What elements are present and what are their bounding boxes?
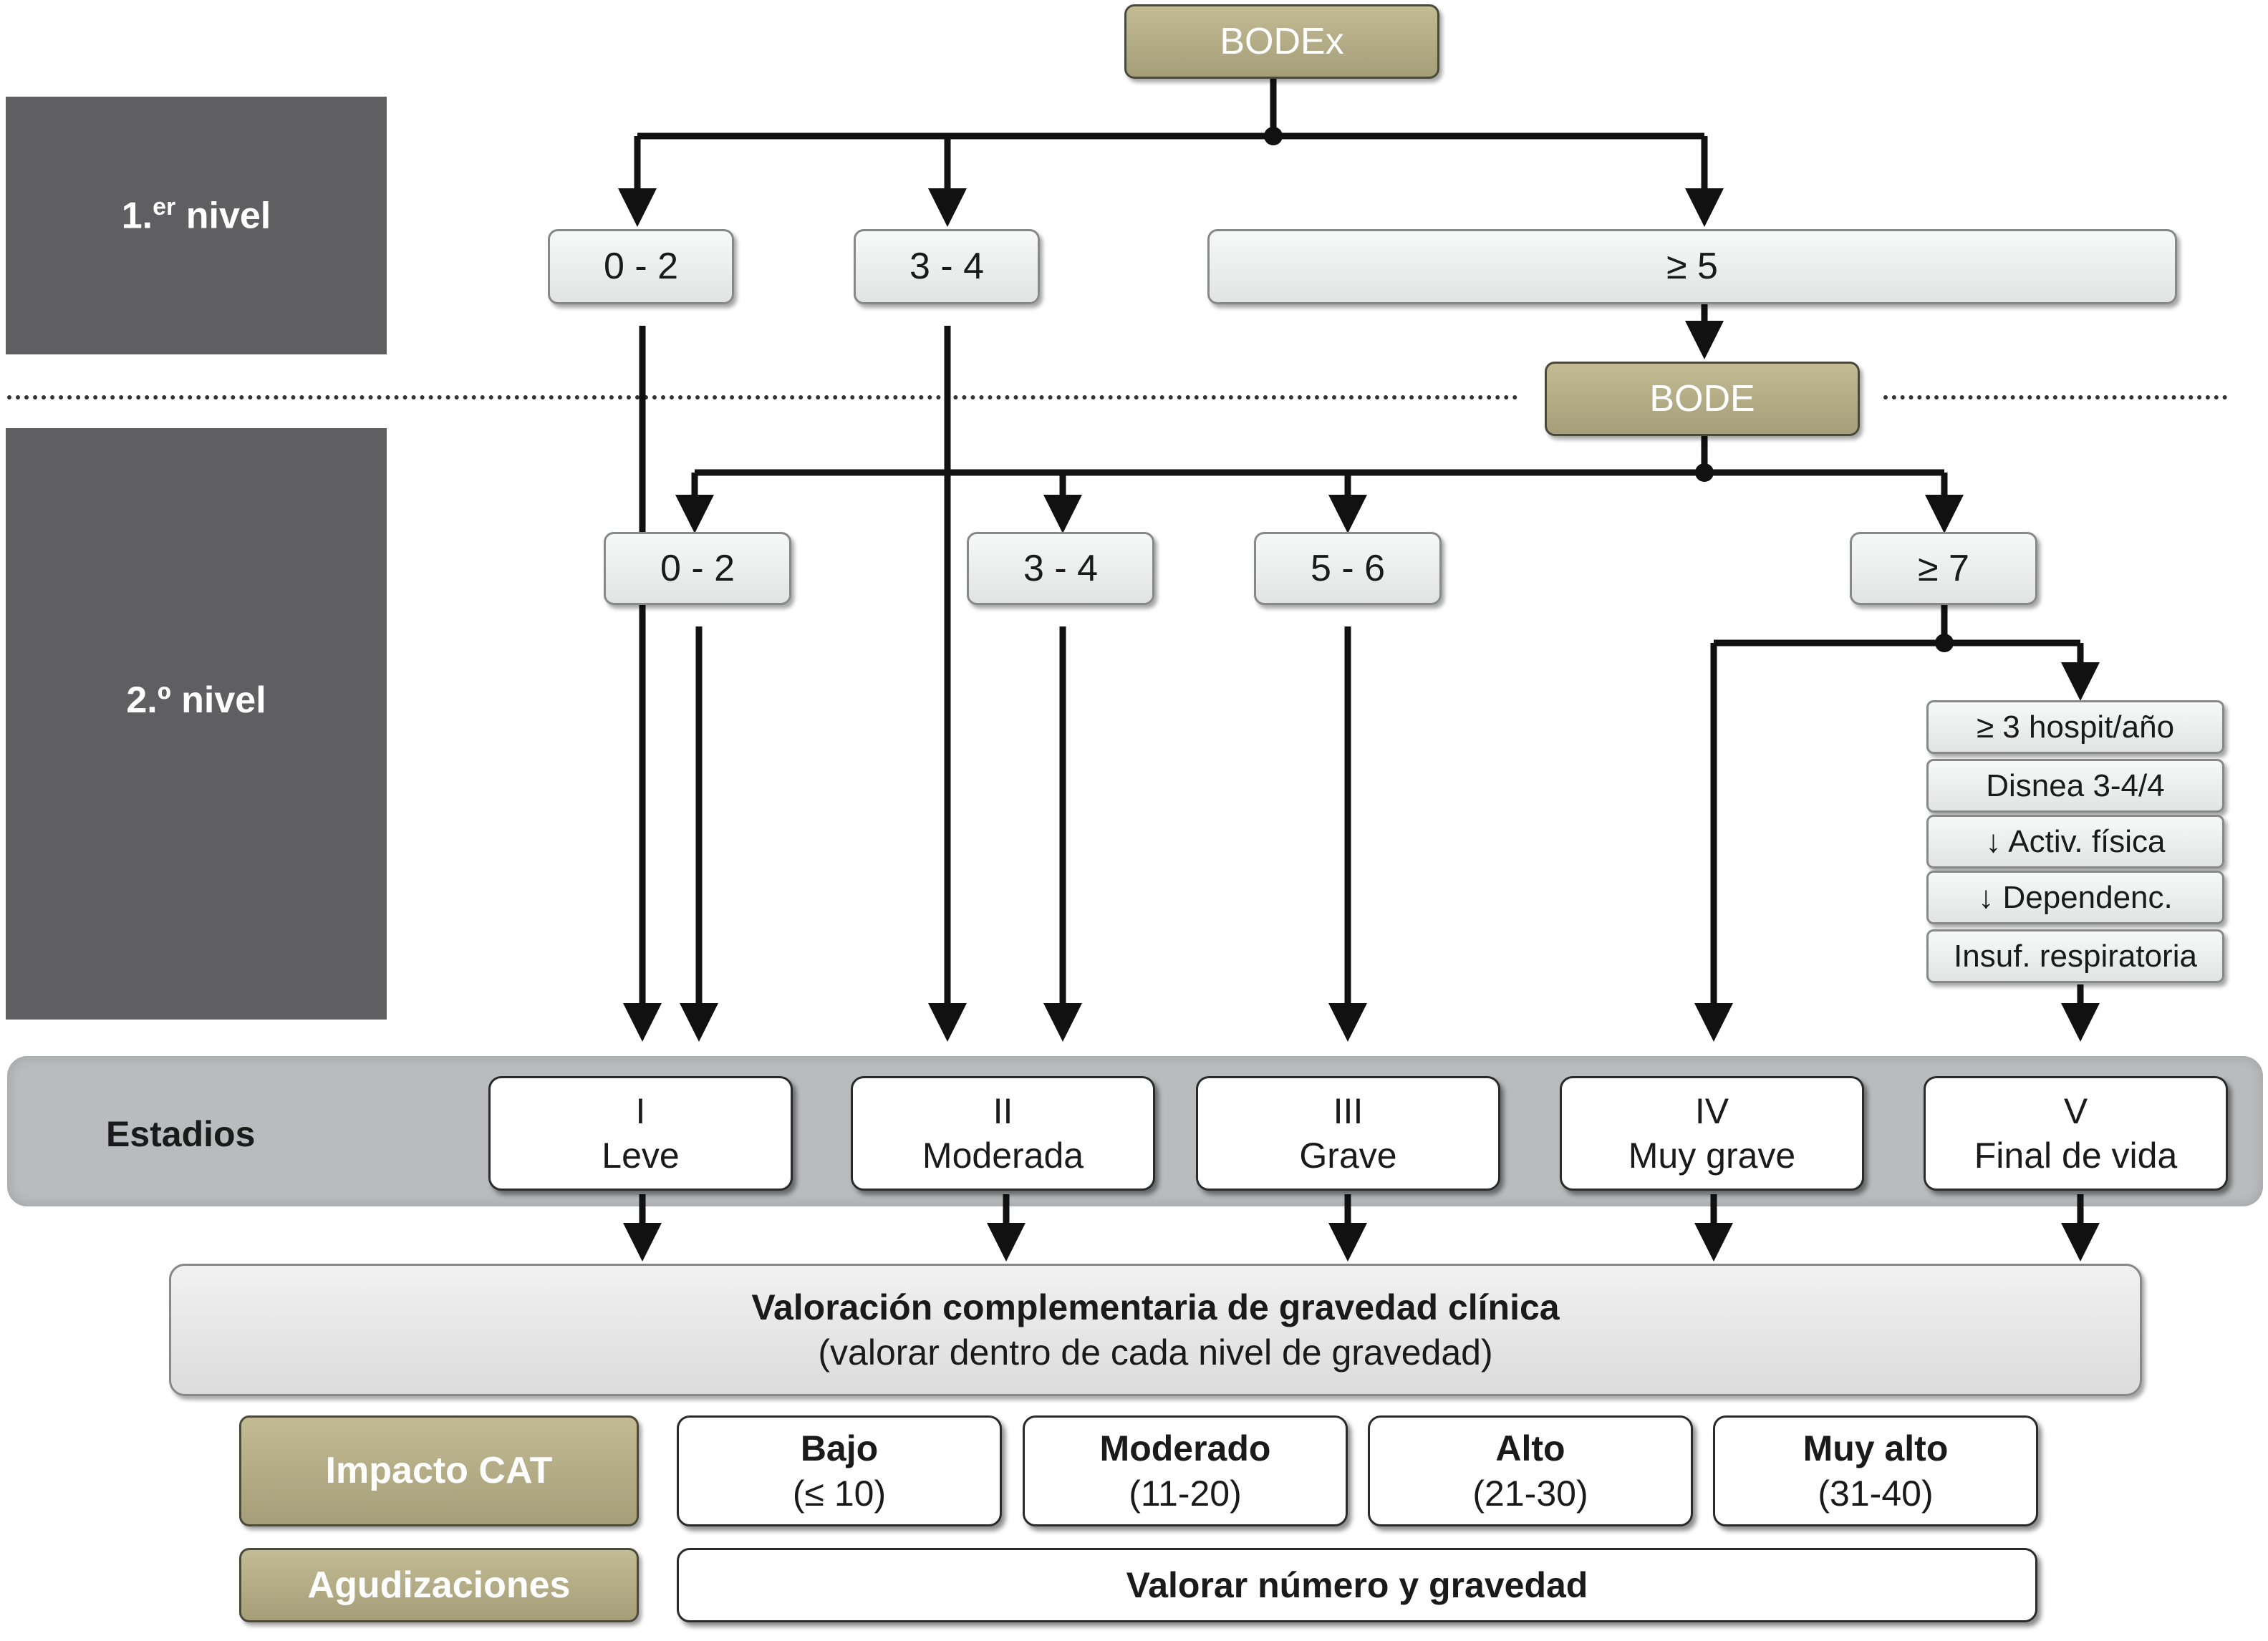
impacto-cat-label: Impacto CAT — [239, 1415, 639, 1526]
level-1-band — [6, 97, 387, 354]
stage-name: Leve — [602, 1136, 680, 1176]
l1-node-3-4: 3 - 4 — [854, 229, 1040, 304]
bodex-node: BODEx — [1124, 4, 1439, 79]
impacto-level-name: Bajo — [800, 1428, 879, 1468]
impacto-level-box: Moderado (11-20) — [1023, 1415, 1348, 1526]
l1-node-ge5: ≥ 5 — [1207, 229, 2177, 304]
agudizaciones-label: Agudizaciones — [239, 1548, 639, 1622]
impacto-level-box: Muy alto (31-40) — [1713, 1415, 2038, 1526]
impacto-level-box: Bajo (≤ 10) — [677, 1415, 1002, 1526]
stage-name: Moderada — [922, 1136, 1084, 1176]
l2-node-ge7: ≥ 7 — [1850, 532, 2037, 605]
criteria-item: Insuf. respiratoria — [1926, 929, 2224, 983]
stage-box-iii: III Grave — [1196, 1076, 1500, 1191]
level-separator-right — [1883, 395, 2227, 400]
criteria-item: Disnea 3-4/4 — [1926, 759, 2224, 813]
stage-box-ii: II Moderada — [851, 1076, 1155, 1191]
impacto-level-name: Muy alto — [1803, 1428, 1949, 1468]
impacto-level-range: (11-20) — [1129, 1473, 1242, 1514]
valoracion-box: Valoración complementaria de gravedad cl… — [169, 1264, 2142, 1396]
bode-node: BODE — [1545, 362, 1860, 436]
impacto-level-name: Moderado — [1099, 1428, 1271, 1468]
l2-node-5-6: 5 - 6 — [1254, 532, 1442, 605]
stage-numeral: I — [635, 1090, 646, 1131]
estadios-label: Estadios — [106, 1114, 256, 1154]
stage-name: Final de vida — [1974, 1136, 2178, 1176]
valoracion-title: Valoración complementaria de gravedad cl… — [751, 1287, 1560, 1327]
stage-box-i: I Leve — [488, 1076, 793, 1191]
stage-numeral: III — [1333, 1090, 1364, 1131]
l2-node-3-4: 3 - 4 — [967, 532, 1154, 605]
criteria-item: ↓ Activ. física — [1926, 815, 2224, 868]
level-1-label: 1.er nivel — [121, 193, 271, 237]
stage-numeral: II — [993, 1090, 1013, 1131]
l2-node-0-2: 0 - 2 — [604, 532, 791, 605]
impacto-level-range: (21-30) — [1472, 1473, 1588, 1514]
stage-numeral: IV — [1694, 1090, 1729, 1131]
criteria-item: ↓ Dependenc. — [1926, 871, 2224, 924]
stage-numeral: V — [2063, 1090, 2088, 1131]
level-2-label: 2.º nivel — [126, 679, 266, 721]
stage-box-iv: IV Muy grave — [1560, 1076, 1864, 1191]
impacto-level-range: (31-40) — [1818, 1473, 1934, 1514]
impacto-level-range: (≤ 10) — [792, 1473, 887, 1514]
valoracion-subtitle: (valorar dentro de cada nivel de graveda… — [818, 1332, 1493, 1373]
level-separator-left — [7, 395, 1518, 400]
stage-box-v: V Final de vida — [1924, 1076, 2228, 1191]
impacto-level-name: Alto — [1495, 1428, 1565, 1468]
stage-name: Muy grave — [1628, 1136, 1796, 1176]
stage-name: Grave — [1299, 1136, 1397, 1176]
agudizaciones-box: Valorar número y gravedad — [677, 1548, 2037, 1622]
level-2-band — [6, 428, 387, 1020]
impacto-level-box: Alto (21-30) — [1368, 1415, 1693, 1526]
criteria-item: ≥ 3 hospit/año — [1926, 700, 2224, 754]
l1-node-0-2: 0 - 2 — [548, 229, 734, 304]
